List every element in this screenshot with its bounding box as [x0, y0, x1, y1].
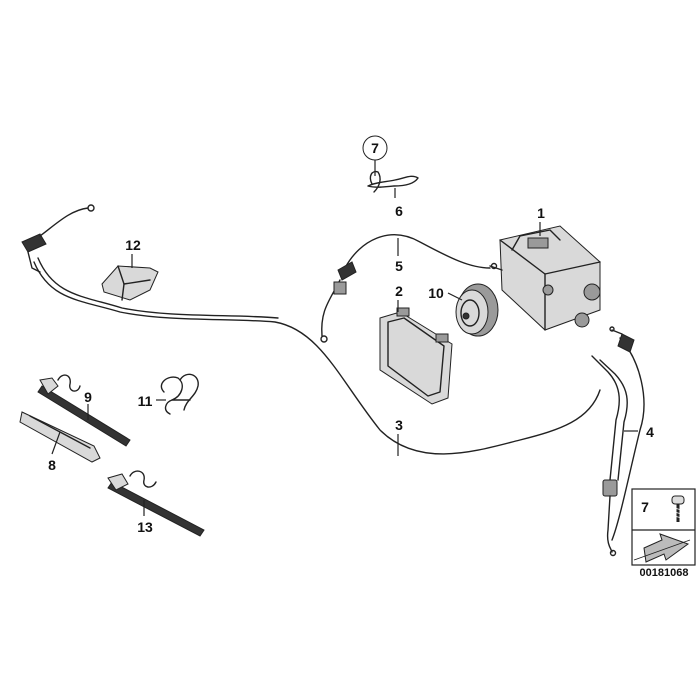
legend-box: 7: [631, 488, 696, 566]
legend-item-number: 7: [641, 499, 649, 515]
label-2: 2: [395, 283, 403, 299]
cable-part-5: [320, 234, 491, 343]
cable-tie-part-13: [107, 470, 205, 537]
actuator-housing-part-1: [489, 225, 601, 331]
label-11: 11: [138, 393, 153, 409]
leader-lines: [51, 160, 638, 516]
label-7-circled: 7: [371, 140, 379, 156]
label-1: 1: [537, 205, 545, 221]
label-5: 5: [395, 258, 403, 274]
label-13: 13: [137, 519, 153, 535]
screw-icon: [671, 495, 685, 522]
label-6: 6: [395, 203, 403, 219]
cover-part-2: [379, 307, 453, 405]
arrow-icon: [633, 533, 691, 563]
label-3: 3: [395, 417, 403, 433]
clip-part-6: [367, 170, 419, 193]
pulley-part-10: [455, 283, 499, 337]
part-labels: 7 6 1 5 2 10 3 4 12 11 9 8 13: [48, 135, 654, 535]
label-4: 4: [646, 424, 654, 440]
bracket-part-12: [101, 265, 159, 301]
cable-part-3: [21, 204, 601, 455]
label-9: 9: [84, 389, 92, 405]
cable-lower-right: [591, 355, 628, 557]
clips-part-11: [160, 373, 199, 415]
reference-code: 00181068: [639, 567, 689, 579]
cable-tie-part-9: [37, 374, 131, 447]
label-12: 12: [125, 237, 141, 253]
label-10: 10: [428, 285, 444, 301]
circled-callout: [362, 135, 388, 161]
label-8: 8: [48, 457, 56, 473]
cable-part-4: [609, 326, 645, 541]
